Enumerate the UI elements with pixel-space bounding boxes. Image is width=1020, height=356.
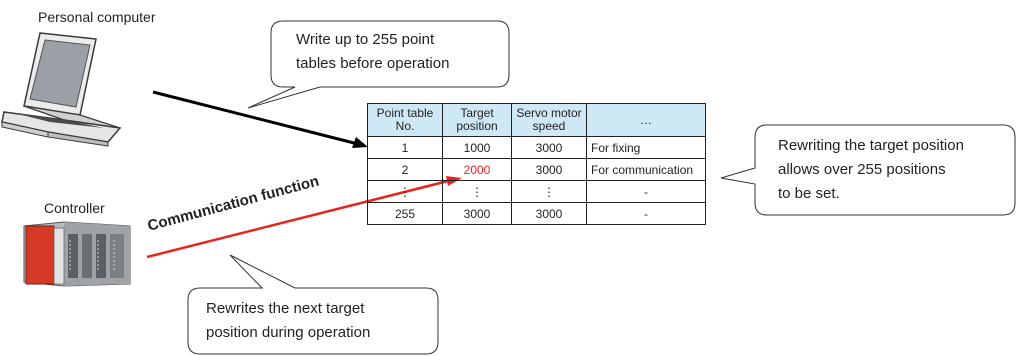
table-row: 255 3000 3000 - — [367, 202, 706, 225]
top-callout-bubble — [247, 20, 510, 109]
cell-note: For communication — [586, 158, 706, 181]
write-arrow — [152, 90, 368, 148]
table-row: 2 2000 3000 For communication — [367, 158, 706, 181]
personal-computer-label: Personal computer — [38, 9, 156, 25]
right-callout-line-2: allows over 255 positions — [778, 161, 946, 178]
cell-target-position: ⋮ — [442, 180, 512, 203]
right-callout-bubble — [720, 124, 1016, 216]
cell-note: - — [586, 202, 706, 225]
cell-target-position: 1000 — [442, 136, 512, 159]
cell-note: - — [586, 180, 706, 203]
cell-no: 255 — [367, 202, 443, 225]
laptop-icon — [1, 32, 122, 147]
bottom-callout-line-1: Rewrites the next target — [206, 300, 365, 317]
top-callout-line-2: tables before operation — [296, 55, 450, 72]
cell-speed: 3000 — [511, 202, 587, 225]
right-callout-text: Rewriting the target position allows ove… — [778, 134, 964, 206]
cell-no: ⋮ — [367, 180, 443, 203]
controller-icon — [23, 221, 131, 287]
cell-speed: 3000 — [511, 158, 587, 181]
header-more: … — [586, 103, 706, 137]
table-row: ⋮ ⋮ ⋮ - — [367, 180, 706, 203]
table-row: 1 1000 3000 For fixing — [367, 136, 706, 159]
right-callout-line-3: to be set. — [778, 185, 840, 202]
cell-no: 1 — [367, 136, 443, 159]
cell-target-position-highlighted: 2000 — [442, 158, 512, 181]
cell-speed: 3000 — [511, 136, 587, 159]
top-callout-line-1: Write up to 255 point — [296, 31, 435, 48]
controller-label: Controller — [44, 200, 105, 216]
top-callout-text: Write up to 255 point tables before oper… — [296, 28, 449, 76]
cell-target-position: 3000 — [442, 202, 512, 225]
right-callout-line-1: Rewriting the target position — [778, 137, 964, 154]
cell-no: 2 — [367, 158, 443, 181]
bottom-callout-line-2: position during operation — [206, 324, 371, 341]
cell-speed: ⋮ — [511, 180, 587, 203]
bottom-callout-bubble — [187, 254, 439, 355]
bottom-callout-text: Rewrites the next target position during… — [206, 297, 370, 345]
cell-note: For fixing — [586, 136, 706, 159]
